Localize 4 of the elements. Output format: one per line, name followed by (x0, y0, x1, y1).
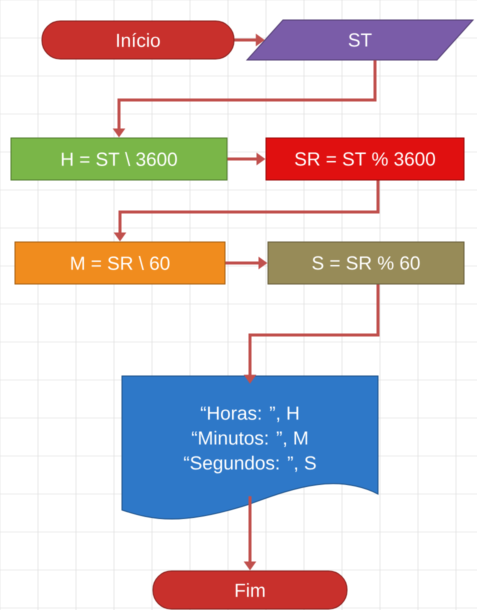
process-box: SR = ST % 3600 (266, 138, 464, 180)
process-box: M = SR \ 60 (14, 242, 226, 284)
process-box: S = SR % 60 (268, 242, 464, 284)
process-box: H = ST \ 3600 (10, 138, 228, 180)
